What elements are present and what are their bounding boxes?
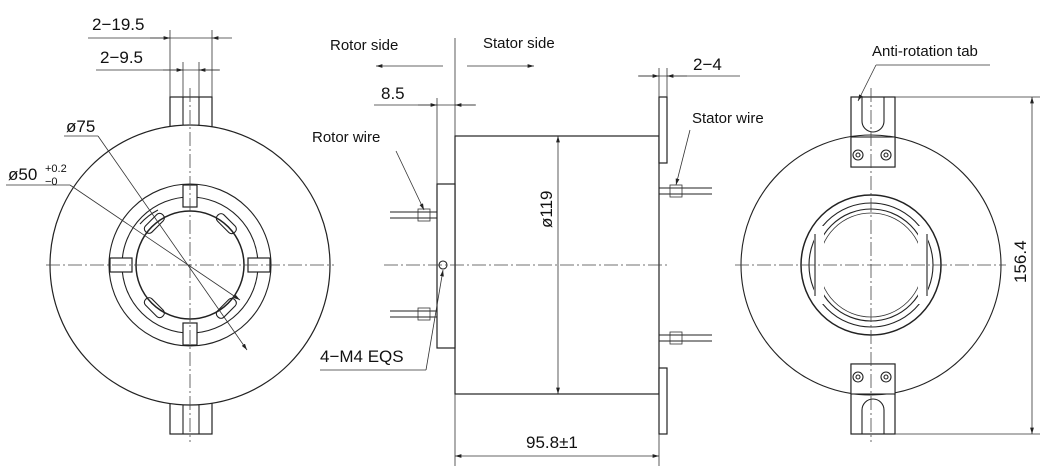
side-top-tab (658, 96, 668, 164)
side-bottom-tab (658, 367, 668, 435)
rotor-side-label: Rotor side (330, 37, 398, 54)
rotor-wires (390, 208, 437, 321)
stator-wire-label: Stator wire (692, 110, 764, 127)
dim-tab-outer-label: 2−19.5 (92, 15, 144, 34)
dim-flange-label: 8.5 (381, 84, 405, 103)
dia-50-lower-tol: −0 (45, 176, 58, 188)
dia-50-upper-tol: +0.2 (45, 163, 67, 175)
stator-side-label: Stator side (483, 35, 555, 52)
dia-119-label: ø119 (537, 191, 556, 229)
dim-tab-inner-label: 2−9.5 (100, 48, 143, 67)
back-view: Anti-rotation tab 156.4 (735, 43, 1040, 442)
screws-label: 4−M4 EQS (320, 347, 404, 366)
dia-50-label: ø50 (8, 165, 37, 184)
length-label: 95.8±1 (526, 433, 578, 452)
front-slots (143, 212, 237, 319)
front-view: 2−19.5 2−9.5 ø75 ø50 +0.2 −0 (6, 15, 334, 442)
dia-75-label: ø75 (66, 117, 95, 136)
side-view: Rotor side Stator side 8.5 Rotor wire 4−… (312, 35, 764, 466)
rotor-wire-label: Rotor wire (312, 129, 380, 146)
anti-rotation-tab-label: Anti-rotation tab (872, 43, 978, 60)
back-arc-slots (773, 181, 969, 349)
height-label: 156.4 (1011, 240, 1030, 283)
stator-wires (659, 184, 712, 345)
dim-tab-thickness-label: 2−4 (693, 55, 722, 74)
side-rotor-flange (436, 183, 456, 349)
